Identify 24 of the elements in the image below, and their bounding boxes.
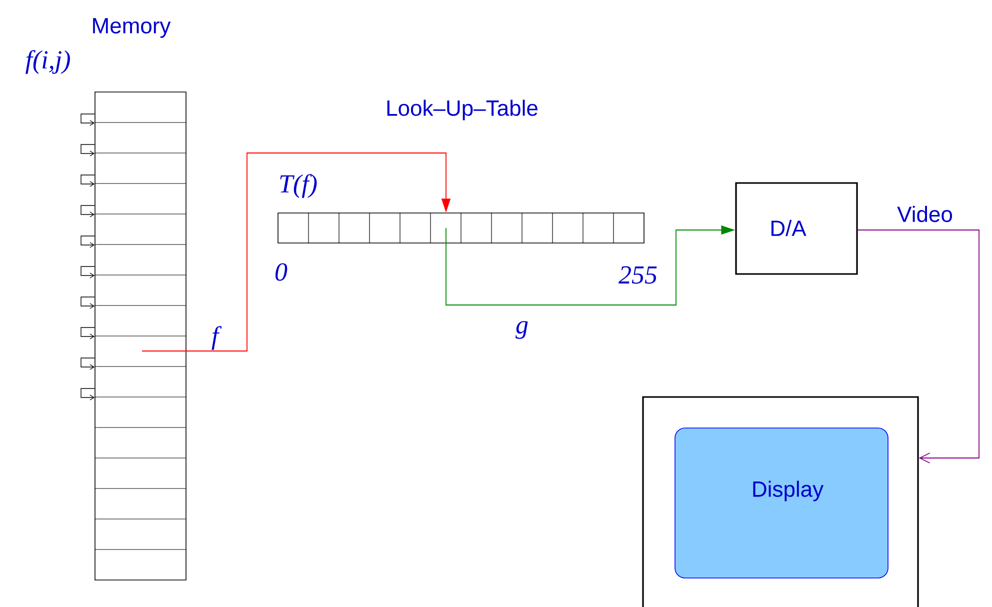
pointer-arrow: [80, 144, 95, 156]
math-label: f(i,j): [26, 50, 70, 74]
edge-label: Video: [897, 206, 952, 222]
pointer-arrow: [80, 296, 95, 309]
edge-label: f: [212, 326, 222, 350]
pointer-arrow: [80, 236, 95, 248]
pointer-arrow: [80, 358, 95, 370]
edge-label: g: [516, 321, 528, 339]
math-label: T(f): [280, 174, 317, 198]
pointer-arrow: [80, 327, 95, 340]
math-label: 0: [276, 263, 288, 281]
display-screen: Display: [674, 428, 888, 578]
pointer-arrow: [80, 174, 95, 187]
pointer-arrow: [80, 388, 95, 400]
pointer-arrow: [80, 114, 95, 126]
monitor-box: [642, 396, 919, 607]
math-label: 255: [618, 266, 657, 284]
heading: Memory: [93, 18, 171, 38]
arrow: [857, 230, 980, 464]
arrow: [142, 152, 451, 352]
heading: Look–Up–Table: [387, 100, 538, 120]
converter-box: D/A: [735, 182, 858, 275]
pointer-arrow: [80, 205, 95, 218]
pointer-arrow: [80, 266, 95, 278]
